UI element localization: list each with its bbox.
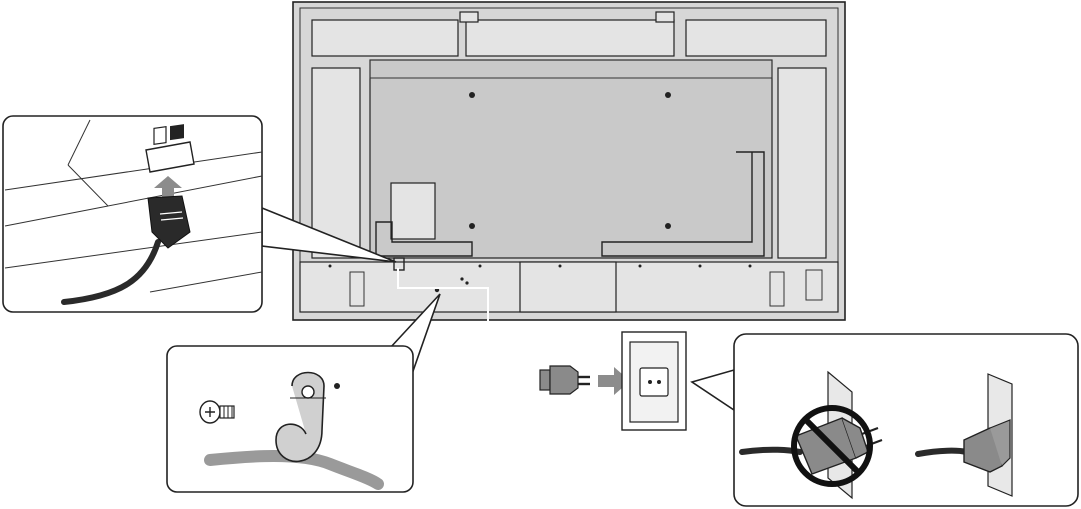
handle-outline-right <box>601 151 765 257</box>
iec-connector-icon <box>147 195 191 249</box>
vesa-hole-2 <box>665 92 671 98</box>
vesa-hole-4 <box>665 223 671 229</box>
callout-cable-clamp <box>166 293 441 493</box>
wall-outlet-icon <box>621 331 687 431</box>
back-plate <box>369 59 773 259</box>
handle-right <box>655 11 675 23</box>
circle-slash-icon <box>791 405 873 487</box>
callout-ac-inlet <box>2 115 397 313</box>
side-rib-right <box>777 67 827 259</box>
screw-icon <box>199 400 235 424</box>
correct-insertion-example <box>915 373 1013 497</box>
terminal-block <box>805 269 823 301</box>
gray-arrow-up-icon <box>154 176 182 200</box>
vesa-hole-1 <box>469 92 475 98</box>
ac-inlet-icon <box>145 124 195 173</box>
schuko-plug-icon <box>539 365 590 395</box>
callout-plug-insertion <box>690 333 1079 507</box>
vesa-hole-3 <box>469 223 475 229</box>
side-rib-left <box>311 67 361 259</box>
wrong-insertion-example <box>739 370 883 500</box>
top-rib-right <box>685 19 827 57</box>
cable-clamp-icon <box>275 371 326 463</box>
label-plate <box>390 182 436 240</box>
handle-left <box>459 11 479 23</box>
top-rib-left <box>311 19 459 57</box>
monitor-rear <box>292 1 846 321</box>
top-rib-center <box>465 19 675 57</box>
stand-block <box>519 261 617 313</box>
